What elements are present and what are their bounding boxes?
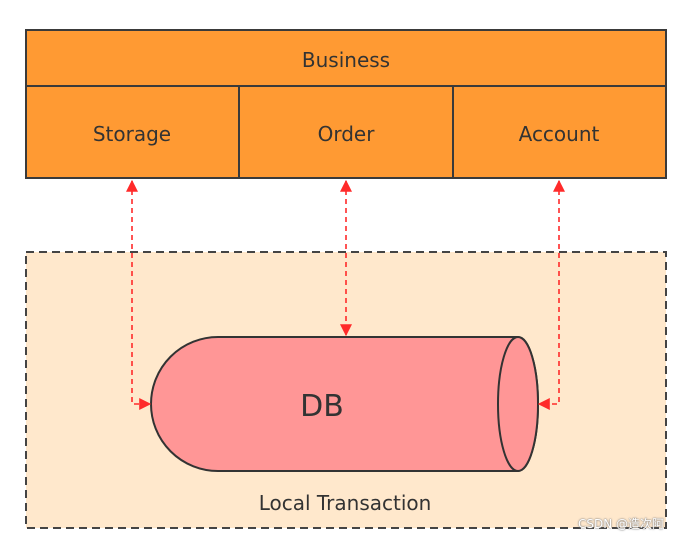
- business-box: [25, 29, 667, 87]
- db-cylinder-body: [150, 336, 539, 472]
- account-label: Account: [519, 122, 600, 146]
- db-label: DB: [300, 389, 344, 424]
- order-box: [238, 85, 454, 179]
- account-box: [452, 85, 667, 179]
- account-db-arrow: [537, 179, 565, 410]
- db-cylinder-cap: [497, 336, 539, 472]
- order-label: Order: [318, 122, 376, 146]
- watermark: CSDN @造次阿: [577, 517, 664, 531]
- business-label: Business: [302, 48, 390, 72]
- storage-box: [25, 85, 240, 179]
- storage-db-arrow: [126, 179, 152, 410]
- storage-label: Storage: [93, 122, 171, 146]
- local-transaction-label: Local Transaction: [259, 491, 432, 515]
